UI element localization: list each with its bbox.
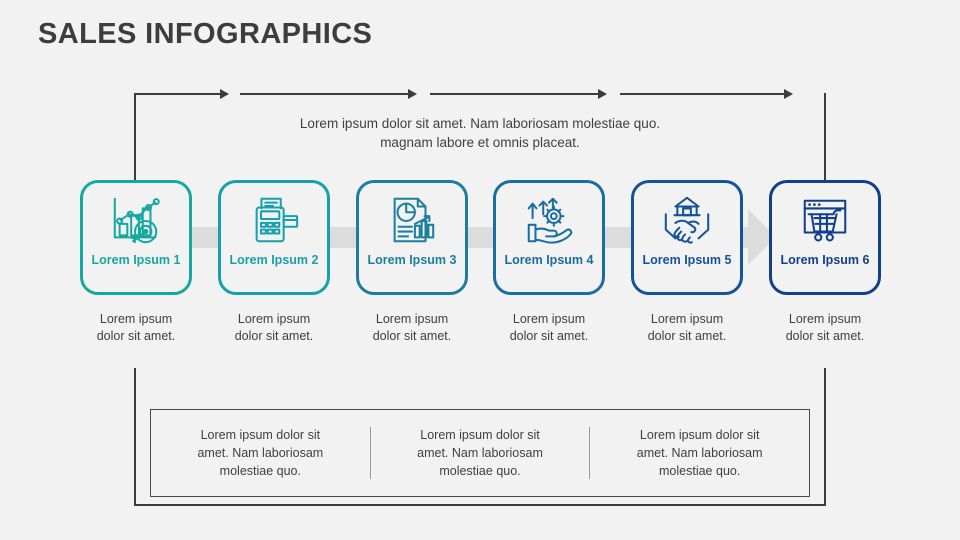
step-card-2[interactable]: Lorem Ipsum 2 <box>218 180 330 295</box>
page-title: SALES INFOGRAPHICS <box>38 18 373 50</box>
top-arrow-segment-3 <box>430 93 598 95</box>
step-card-5[interactable]: Lorem Ipsum 5 <box>631 180 743 295</box>
step-card-6[interactable]: Lorem Ipsum 6 <box>769 180 881 295</box>
step-card-caption-line-1: Lorem ipsum <box>650 312 724 326</box>
card-terminal-icon <box>255 197 299 243</box>
top-bracket-left-line <box>134 93 136 189</box>
bottom-bracket-right-line <box>824 368 826 506</box>
step-card-caption-line-2: dolor sit amet. <box>96 329 176 343</box>
bottom-column-1: Lorem ipsum dolor sit amet. Nam laboriosa… <box>151 426 370 480</box>
step-card-3[interactable]: Lorem Ipsum 3 <box>356 180 468 295</box>
step-card-label-1: Lorem Ipsum 1 <box>91 253 181 267</box>
bottom-column-line-3: molestiae quo. <box>219 464 301 478</box>
step-card-caption-line-1: Lorem ipsum <box>788 312 862 326</box>
top-caption-line-1: Lorem ipsum dolor sit amet. Nam laborios… <box>299 116 661 131</box>
top-arrow-head-icon-1 <box>220 89 229 99</box>
bottom-bracket-bottom-line <box>134 504 826 506</box>
step-card-4[interactable]: Lorem Ipsum 4 <box>493 180 605 295</box>
bottom-column-line-2: amet. Nam laboriosam <box>417 446 543 460</box>
top-bracket-right-line <box>824 93 826 189</box>
top-arrow-head-icon-4 <box>784 89 793 99</box>
bottom-column-3: Lorem ipsum dolor sit amet. Nam laboriosa… <box>590 426 809 480</box>
bottom-column-line-3: molestiae quo. <box>439 464 521 478</box>
online-shopping-icon <box>803 199 847 242</box>
step-card-caption-line-1: Lorem ipsum <box>375 312 449 326</box>
step-card-caption-5: Lorem ipsum dolor sit amet. <box>617 311 757 345</box>
top-caption: Lorem ipsum dolor sit amet. Nam laborios… <box>180 114 780 152</box>
step-card-caption-4: Lorem ipsum dolor sit amet. <box>479 311 619 345</box>
bottom-column-divider-1 <box>369 427 371 479</box>
step-card-caption-line-2: dolor sit amet. <box>234 329 314 343</box>
report-document-icon <box>393 197 435 243</box>
step-card-label-4: Lorem Ipsum 4 <box>504 253 594 267</box>
step-card-caption-6: Lorem ipsum dolor sit amet. <box>755 311 895 345</box>
step-card-caption-line-1: Lorem ipsum <box>99 312 173 326</box>
step-card-caption-line-2: dolor sit amet. <box>785 329 865 343</box>
bottom-bracket-left-line <box>134 368 136 506</box>
top-arrow-segment-2 <box>240 93 408 95</box>
step-card-label-5: Lorem Ipsum 5 <box>642 253 732 267</box>
bottom-column-divider-2 <box>589 427 591 479</box>
bottom-column-line-1: Lorem ipsum dolor sit <box>639 428 760 442</box>
top-caption-line-2: magnam labore et omnis placeat. <box>380 135 580 150</box>
bottom-column-line-1: Lorem ipsum dolor sit <box>420 428 540 442</box>
step-card-caption-3: Lorem ipsum dolor sit amet. <box>342 311 482 345</box>
step-card-label-3: Lorem Ipsum 3 <box>367 253 457 267</box>
bottom-column-line-2: amet. Nam laboriosam <box>636 446 763 460</box>
hand-gear-growth-icon <box>527 197 573 244</box>
top-arrow-segment-1 <box>136 93 220 95</box>
step-card-label-2: Lorem Ipsum 2 <box>229 253 319 267</box>
top-arrow-segment-4 <box>620 93 784 95</box>
bar-chart-target-icon <box>113 197 160 244</box>
bottom-column-line-2: amet. Nam laboriosam <box>197 446 324 460</box>
step-card-caption-line-1: Lorem ipsum <box>512 312 586 326</box>
top-arrow-head-icon-3 <box>598 89 607 99</box>
step-card-caption-line-1: Lorem ipsum <box>237 312 311 326</box>
handshake-bank-icon <box>664 196 710 244</box>
step-card-caption-line-2: dolor sit amet. <box>372 329 452 343</box>
bottom-column-line-3: molestiae quo. <box>659 464 741 478</box>
step-card-caption-line-2: dolor sit amet. <box>509 329 589 343</box>
step-card-label-6: Lorem Ipsum 6 <box>780 253 870 267</box>
bottom-column-line-1: Lorem ipsum dolor sit <box>200 428 321 442</box>
step-card-caption-line-2: dolor sit amet. <box>647 329 727 343</box>
bottom-summary-box: Lorem ipsum dolor sit amet. Nam laboriosa… <box>150 409 810 497</box>
step-card-caption-2: Lorem ipsum dolor sit amet. <box>204 311 344 345</box>
step-card-1[interactable]: Lorem Ipsum 1 <box>80 180 192 295</box>
step-card-caption-1: Lorem ipsum dolor sit amet. <box>66 311 206 345</box>
top-arrow-head-icon-2 <box>408 89 417 99</box>
bottom-column-2: Lorem ipsum dolor sit amet. Nam laboriosa… <box>371 426 590 480</box>
